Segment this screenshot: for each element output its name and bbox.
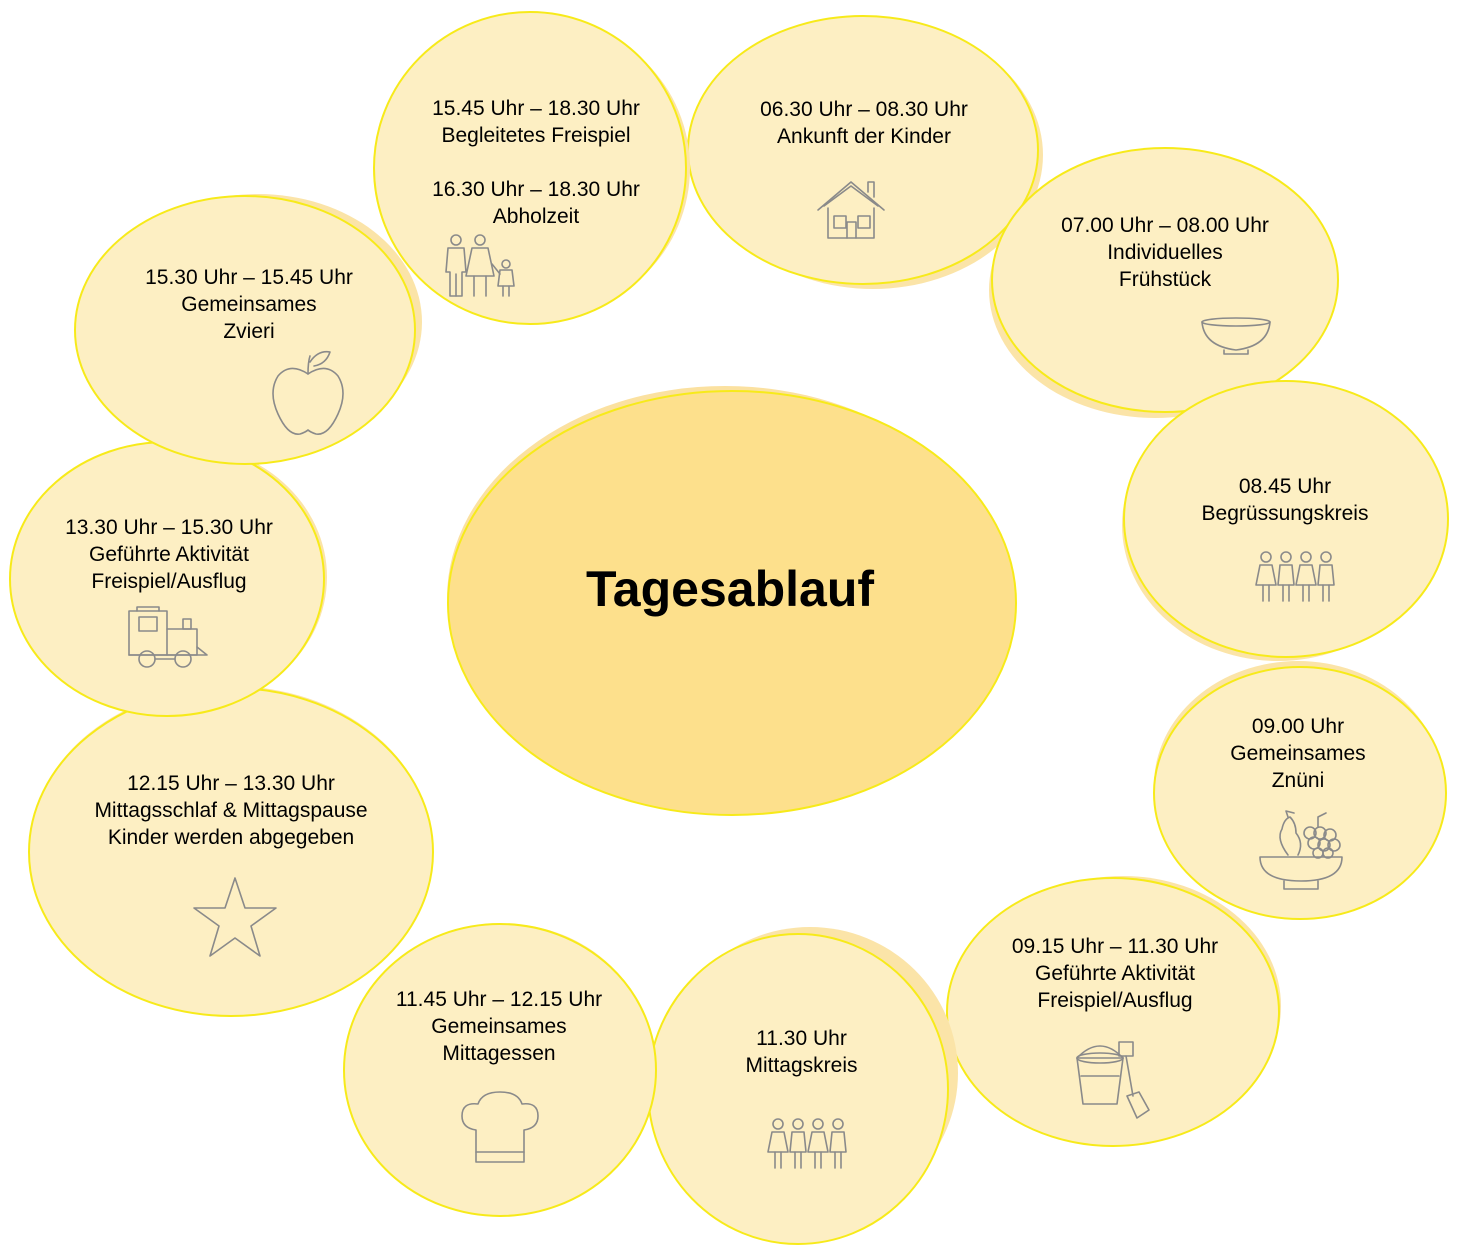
step-label: Begleitetes Freispiel <box>441 124 631 147</box>
toy-train-icon <box>127 606 209 669</box>
step-label: Znüni <box>1271 769 1325 792</box>
step-bubble-activity-afternoon: 13.30 Uhr – 15.30 Uhr Geführte Aktivität… <box>5 435 333 720</box>
bucket-spade-icon <box>1073 1040 1157 1122</box>
step-label: Mittagskreis <box>745 1054 858 1077</box>
step-bubble-breakfast: 07.00 Uhr – 08.00 Uhr Individuelles Früh… <box>985 140 1345 422</box>
step-bubble-nap: 12.15 Uhr – 13.30 Uhr Mittagsschlaf & Mi… <box>25 680 437 1020</box>
center-bubble-shape <box>447 386 1017 816</box>
step-label: Gemeinsames <box>431 1015 567 1038</box>
step-label: Individuelles <box>1107 241 1223 264</box>
step-text: 07.00 Uhr – 08.00 Uhr Individuelles Früh… <box>985 212 1345 293</box>
step-label: Geführte Aktivität <box>89 543 249 566</box>
step-time: 08.45 Uhr <box>1238 475 1332 498</box>
step-label: Ankunft der Kinder <box>777 125 951 148</box>
step-time: 07.00 Uhr – 08.00 Uhr <box>1061 214 1269 237</box>
step-label: Geführte Aktivität <box>1035 962 1195 985</box>
step-text: 09.15 Uhr – 11.30 Uhr Geführte Aktivität… <box>945 933 1285 1014</box>
step-gap <box>370 149 702 176</box>
step-label: Mittagessen <box>442 1042 556 1065</box>
step-label: Gemeinsames <box>1230 742 1366 765</box>
step-bubble-free-play-pickup: 15.45 Uhr – 18.30 Uhr Begleitetes Freisp… <box>370 8 702 328</box>
step-label: Kinder werden abgegeben <box>107 826 355 849</box>
step-label: Freispiel/Ausflug <box>91 570 247 593</box>
fruit-bowl-icon <box>1258 809 1344 891</box>
step-time: 11.30 Uhr <box>756 1027 847 1050</box>
step-label: Freispiel/Ausflug <box>1037 989 1193 1012</box>
step-bubble-snack: 09.00 Uhr Gemeinsames Znüni <box>1148 655 1448 923</box>
step-text: 08.45 Uhr Begrüssungskreis <box>1118 473 1452 527</box>
step-time: 13.30 Uhr – 15.30 Uhr <box>65 516 273 539</box>
step-text: 11.30 Uhr Mittagskreis <box>644 1025 959 1079</box>
apple-icon <box>270 348 346 438</box>
star-icon <box>192 876 278 958</box>
step-time: 12.15 Uhr – 13.30 Uhr <box>127 772 335 795</box>
step-bubble-noon-circle: 11.30 Uhr Mittagskreis <box>644 925 959 1247</box>
diagram-title: Tagesablauf <box>585 561 875 617</box>
step-label: Begrüssungskreis <box>1201 502 1369 525</box>
step-time: 06.30 Uhr – 08.30 Uhr <box>760 98 968 121</box>
step-bubble-afternoon-snack: 15.30 Uhr – 15.45 Uhr Gemeinsames Zvieri <box>70 188 428 470</box>
step-time: 09.15 Uhr – 11.30 Uhr <box>1011 935 1219 958</box>
step-label: Gemeinsames <box>181 293 317 316</box>
step-time: 11.45 Uhr – 12.15 Uhr <box>395 988 603 1011</box>
children-group-icon <box>1255 551 1336 603</box>
center-bubble <box>440 378 1020 818</box>
step-text: 15.30 Uhr – 15.45 Uhr Gemeinsames Zvieri <box>70 264 428 345</box>
step-time: 09.00 Uhr <box>1251 715 1345 738</box>
step-label: Frühstück <box>1118 268 1212 291</box>
step-bubble-arrival: 06.30 Uhr – 08.30 Uhr Ankunft der Kinder <box>683 10 1045 296</box>
chef-hat-icon <box>460 1090 540 1164</box>
bowl-icon <box>1200 316 1272 356</box>
step-bubble-activity-morning: 09.15 Uhr – 11.30 Uhr Geführte Aktivität… <box>945 872 1285 1150</box>
step-text: 12.15 Uhr – 13.30 Uhr Mittagsschlaf & Mi… <box>25 770 437 851</box>
step-text: 09.00 Uhr Gemeinsames Znüni <box>1148 713 1448 794</box>
step-label: Abholzeit <box>492 205 580 228</box>
family-icon <box>444 234 518 300</box>
step-label: Mittagsschlaf & Mittagspause <box>94 799 368 822</box>
house-icon <box>816 178 886 240</box>
step-time: 15.30 Uhr – 15.45 Uhr <box>145 266 353 289</box>
step-label: Zvieri <box>223 320 275 343</box>
step-time: 16.30 Uhr – 18.30 Uhr <box>432 178 640 201</box>
step-text: 15.45 Uhr – 18.30 Uhr Begleitetes Freisp… <box>370 95 702 230</box>
step-bubble-greeting-circle: 08.45 Uhr Begrüssungskreis <box>1118 375 1452 665</box>
children-group-icon <box>766 1118 850 1170</box>
step-bubble-lunch: 11.45 Uhr – 12.15 Uhr Gemeinsames Mittag… <box>340 920 658 1220</box>
step-time: 15.45 Uhr – 18.30 Uhr <box>432 97 640 120</box>
step-text: 06.30 Uhr – 08.30 Uhr Ankunft der Kinder <box>683 96 1045 150</box>
step-text: 11.45 Uhr – 12.15 Uhr Gemeinsames Mittag… <box>340 986 658 1067</box>
step-text: 13.30 Uhr – 15.30 Uhr Geführte Aktivität… <box>5 514 333 595</box>
